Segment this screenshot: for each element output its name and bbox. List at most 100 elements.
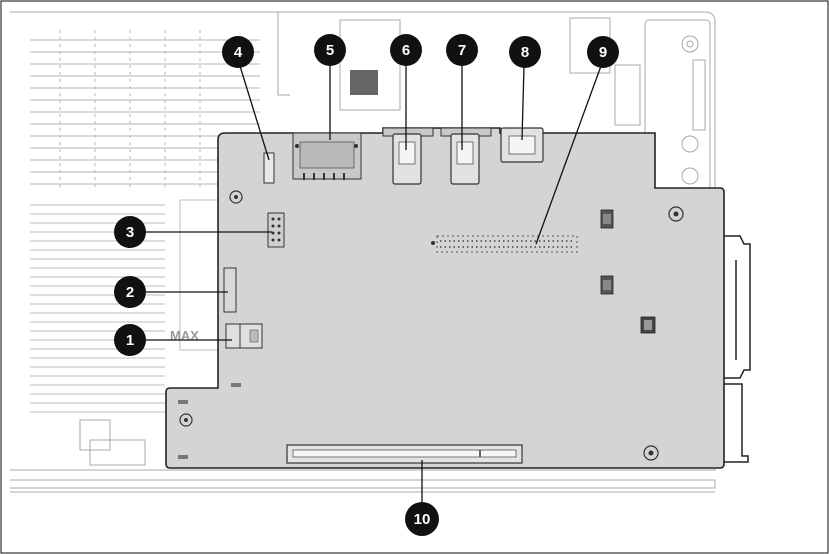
connector-5-inner <box>299 141 355 169</box>
connector-5-lead <box>313 173 315 180</box>
connector-1 <box>225 323 263 349</box>
callout-3-badge <box>114 216 146 248</box>
callout-10: 10 <box>405 502 439 536</box>
connector-5-pin <box>295 144 299 148</box>
callout-10-label: 10 <box>414 511 431 528</box>
callout-6: 6 <box>390 34 422 66</box>
leader-lines <box>146 64 602 502</box>
chassis-screw-top <box>681 35 699 53</box>
connector-9-marker <box>431 241 435 245</box>
mounting-holes <box>179 190 684 461</box>
callout-9-label: 9 <box>599 44 607 61</box>
chassis-label: MAX <box>170 328 199 343</box>
connector-5-lead <box>333 173 335 180</box>
connector-5-lead <box>303 173 305 180</box>
pin-header-3 <box>267 212 285 248</box>
connector-2 <box>223 267 237 313</box>
pin-header-3-pin <box>271 224 275 228</box>
header-4 <box>263 152 275 184</box>
mounting-hole-center <box>673 211 679 217</box>
chassis-screw-low <box>681 167 699 185</box>
connector-1-pins <box>249 329 259 343</box>
mounting-hole <box>643 445 659 461</box>
rear-connector <box>722 235 751 463</box>
callout-6-label: 6 <box>402 42 410 59</box>
callout-8-badge <box>509 36 541 68</box>
ic-chip-small-die <box>644 320 652 330</box>
connector-5-lead <box>323 173 325 180</box>
callout-1-badge <box>114 324 146 356</box>
mounting-hole-center <box>234 195 238 199</box>
pin-header-3-pin <box>271 238 275 242</box>
mounting-hole <box>179 413 193 427</box>
callout-5-label: 5 <box>326 42 334 59</box>
callout-2-badge <box>114 276 146 308</box>
system-board <box>165 127 725 469</box>
chassis-divider <box>277 12 290 96</box>
board-marking <box>231 383 241 387</box>
callouts: 1 2 3 4 5 6 7 8 <box>114 34 619 536</box>
callout-10-badge <box>405 502 439 536</box>
usb-port-7-inner <box>456 141 474 165</box>
board-marking <box>178 400 188 404</box>
connector-5-lead <box>343 173 345 180</box>
callout-6-badge <box>390 34 422 66</box>
chassis <box>10 11 716 493</box>
ic-chip-die <box>603 214 611 224</box>
callout-7-label: 7 <box>458 42 466 59</box>
callout-5: 5 <box>314 34 346 66</box>
dimm-area <box>30 30 260 190</box>
callout-5-badge <box>314 34 346 66</box>
mounting-hole-center <box>184 418 188 422</box>
rear-connector-lower <box>722 383 749 463</box>
chassis-base-rail <box>10 479 716 489</box>
chassis-connector-strip <box>692 59 706 131</box>
chassis-bracket <box>339 19 401 111</box>
callout-2: 2 <box>114 276 146 308</box>
expansion-slot-10-groove <box>292 449 517 458</box>
mounting-hole-center <box>648 450 654 456</box>
callout-2-label: 2 <box>126 284 134 301</box>
mounting-hole-centers <box>184 195 679 456</box>
leader-line-4 <box>239 65 270 161</box>
chassis-screw-mid <box>681 135 699 153</box>
mounting-hole <box>229 190 243 204</box>
callout-3-label: 3 <box>126 224 134 241</box>
usb-port-6-inner <box>398 141 416 165</box>
pin-header-3-pin <box>277 238 281 242</box>
board-components <box>178 127 684 464</box>
pin-header-3-pin <box>271 231 275 235</box>
ic-chip-die <box>603 280 611 290</box>
callout-1: 1 <box>114 324 146 356</box>
rear-connector-upper <box>722 235 751 379</box>
chassis-foot-block-2 <box>89 439 146 466</box>
pin-header-3-pin <box>277 231 281 235</box>
callout-8-label: 8 <box>521 44 529 61</box>
chassis-foot-block <box>79 419 111 451</box>
leader-line-8 <box>521 65 525 141</box>
mounting-hole <box>668 206 684 222</box>
callout-7-badge <box>446 34 478 66</box>
callout-4-label: 4 <box>234 44 243 61</box>
chassis-outline <box>10 11 716 471</box>
leader-line-9 <box>535 65 602 245</box>
pin-header-3-pin <box>277 217 281 221</box>
pin-header-3-pin <box>271 217 275 221</box>
callout-7: 7 <box>446 34 478 66</box>
connector-5-pin <box>354 144 358 148</box>
callout-4: 4 <box>222 36 254 68</box>
callout-8: 8 <box>509 36 541 68</box>
callout-9: 9 <box>587 36 619 68</box>
chassis-latch-2 <box>614 64 641 126</box>
board-marking <box>178 455 188 459</box>
callout-4-badge <box>222 36 254 68</box>
chassis-bracket-block <box>350 70 378 95</box>
connector-9 <box>436 235 578 253</box>
callout-3: 3 <box>114 216 146 248</box>
callout-1-label: 1 <box>126 332 134 349</box>
pin-header-3-pin <box>277 224 281 228</box>
chassis-screw-top-inner <box>686 40 694 48</box>
callout-9-badge <box>587 36 619 68</box>
